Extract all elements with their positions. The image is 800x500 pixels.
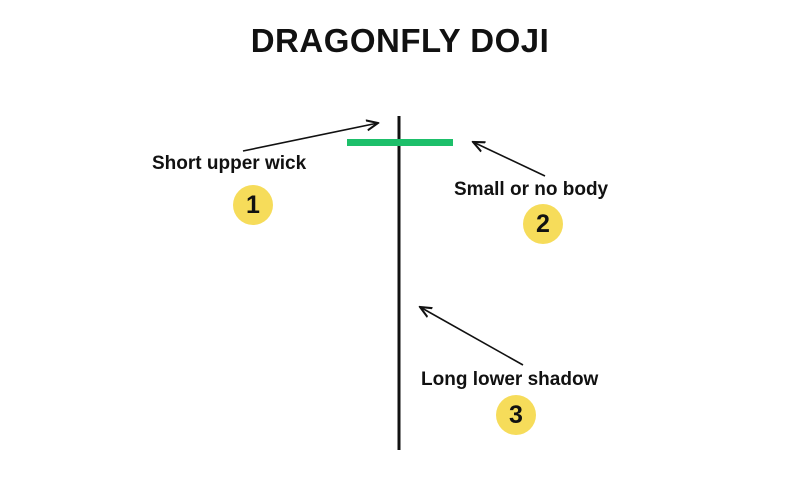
badge-number-3: 3 bbox=[496, 395, 536, 435]
arrow-lower-shadow bbox=[420, 307, 524, 366]
arrow-body bbox=[473, 142, 546, 177]
candle-body bbox=[347, 139, 453, 146]
diagram-title: DRAGONFLY DOJI bbox=[250, 22, 550, 59]
arrow-upper-wick bbox=[242, 123, 378, 152]
badge-number-2: 2 bbox=[523, 204, 563, 244]
label-long-lower-shadow: Long lower shadow bbox=[421, 369, 599, 390]
label-short-upper-wick: Short upper wick bbox=[152, 153, 307, 174]
badge-number-1: 1 bbox=[233, 185, 273, 225]
label-small-or-no-body: Small or no body bbox=[454, 179, 609, 200]
